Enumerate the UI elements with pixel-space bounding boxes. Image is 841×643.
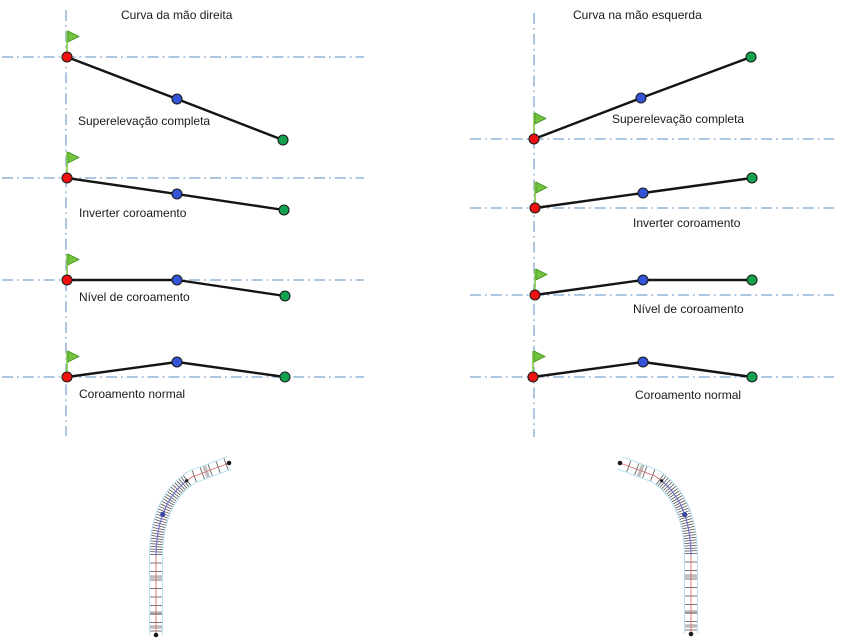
transition-mid-marker [637, 356, 649, 368]
curve-end-marker [185, 479, 189, 483]
panel-right-hand-curve [2, 10, 364, 436]
transition-start-marker [529, 202, 541, 214]
row-label-full-superelevation-right: Superelevação completa [78, 114, 211, 128]
road-surface [149, 457, 232, 635]
station-flag-icon [67, 30, 80, 43]
station-flag-icon [535, 181, 548, 194]
panel-title-left-hand-curve: Curva na mão esquerda [573, 8, 702, 22]
curve-midpoint-marker [160, 511, 166, 517]
road-edge-lines [149, 456, 232, 635]
transition-start-marker [527, 371, 539, 383]
station-flag-icon [535, 268, 548, 281]
station-flag-icon [534, 112, 547, 125]
transition-start-marker [61, 172, 73, 184]
curve-end-marker [660, 479, 664, 483]
road-surface [617, 457, 698, 634]
row-label-level-crown-left: Nível de coroamento [633, 302, 744, 316]
curve-midpoint-marker [682, 511, 688, 518]
full-super-marker [746, 371, 758, 383]
row-label-full-superelevation-left: Superelevação completa [612, 112, 745, 126]
road-curve-centerline [155, 462, 230, 635]
transition-start-marker [528, 133, 540, 145]
transition-mid-marker [637, 187, 649, 199]
full-super-marker [278, 204, 290, 216]
full-super-marker [746, 274, 758, 286]
transition-mid-marker [637, 274, 649, 286]
road-plan-left-hand-curve [617, 456, 698, 637]
full-super-marker [279, 290, 291, 302]
road-centerline [155, 462, 230, 635]
station-flag-icon [533, 350, 546, 363]
road-end-marker [617, 460, 623, 466]
full-super-marker [746, 172, 758, 184]
road-plan-right-hand-curve [149, 456, 232, 638]
road-edge-lines [617, 456, 698, 634]
station-flag-icon [67, 151, 80, 164]
road-start-marker [153, 632, 159, 638]
road-end-marker [226, 460, 232, 466]
transition-mid-marker [171, 356, 183, 368]
row-label-level-crown-right: Nível de coroamento [79, 290, 190, 304]
row-label-reverse-crown-right: Inverter coroamento [79, 206, 187, 220]
transition-mid-marker [171, 274, 183, 286]
transition-mid-marker [635, 92, 647, 104]
panel-title-right-hand-curve: Curva da mão direita [121, 8, 233, 22]
transition-start-marker [529, 289, 541, 301]
road-centerline [619, 462, 692, 634]
transition-start-marker [61, 371, 73, 383]
row-label-normal-crown-left: Coroamento normal [635, 388, 742, 402]
full-super-marker [745, 51, 757, 63]
transition-mid-marker [171, 188, 183, 200]
full-super-marker [279, 371, 291, 383]
transition-start-marker [61, 274, 73, 286]
row-label-reverse-crown-left: Inverter coroamento [633, 216, 741, 230]
transition-mid-marker [171, 93, 183, 105]
road-curve-centerline [619, 462, 692, 634]
station-flag-icon [67, 253, 80, 266]
transition-start-marker [61, 51, 73, 63]
panel-left-hand-curve [470, 13, 834, 437]
station-flag-icon [67, 350, 80, 363]
full-super-marker [277, 134, 289, 146]
row-label-normal-crown-right: Coroamento normal [79, 387, 186, 401]
road-start-marker [688, 631, 694, 637]
